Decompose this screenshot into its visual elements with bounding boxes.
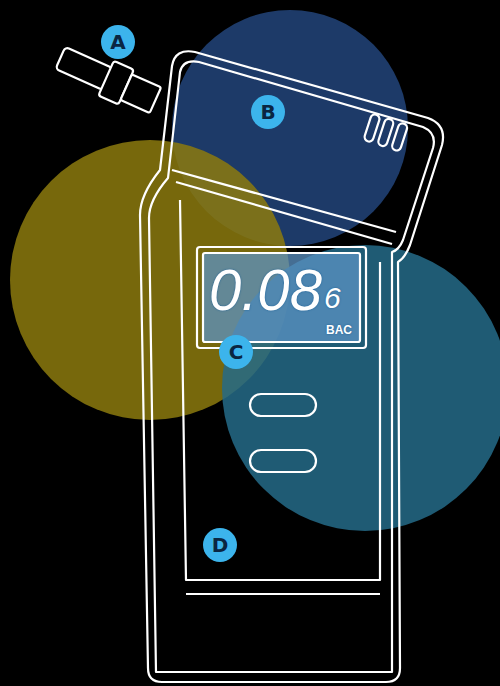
callout-circle: D [203, 528, 237, 562]
callout-circle: C [219, 335, 253, 369]
unit-label: BAC [326, 324, 352, 336]
reading-digit-small: 6 [324, 283, 341, 313]
callout-letter: A [110, 32, 125, 52]
callout-letter: B [260, 102, 275, 122]
button [250, 394, 316, 416]
callout-letter: D [212, 535, 229, 555]
vent-slots [363, 113, 408, 151]
callout-letter: C [229, 342, 244, 362]
callout-circle: A [101, 25, 135, 59]
callout-circle: B [251, 95, 285, 129]
device-outline [53, 41, 443, 682]
reading-digits: 0.08 [209, 261, 322, 319]
button [250, 450, 316, 472]
lcd-display: 0.086BAC [203, 253, 360, 342]
